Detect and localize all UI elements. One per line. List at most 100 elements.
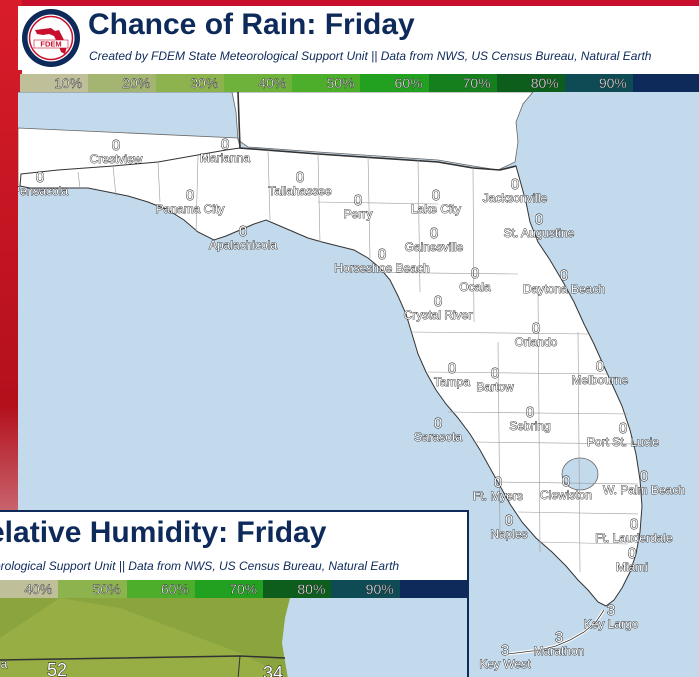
city-rain-value: 0 xyxy=(448,360,456,377)
legend-label: 80% xyxy=(530,75,559,91)
city-name: St. Augustine xyxy=(504,226,575,240)
legend-label: 70% xyxy=(462,75,491,91)
city-rain-value: 0 xyxy=(535,211,543,228)
city-rain-value: 3 xyxy=(555,629,563,646)
city-marker: 0W. Palm Beach xyxy=(603,468,686,498)
legend-swatch: 10% xyxy=(20,74,89,92)
legend-label: 70% xyxy=(229,581,258,597)
city-name: Port St. Lucie xyxy=(587,435,659,449)
city-rain-value: 0 xyxy=(505,512,513,529)
city-rain-value: 0 xyxy=(434,293,442,310)
city-rain-value: 0 xyxy=(491,365,499,382)
legend-label: 10% xyxy=(54,75,83,91)
city-rain-value: 0 xyxy=(511,176,519,193)
inset-title: elative Humidity: Friday xyxy=(0,516,327,549)
city-labels: 0Pensacola0Crestview0Marianna0Panama Cit… xyxy=(18,136,686,672)
city-rain-value: 3 xyxy=(501,642,509,659)
inset-subtitle: orological Support Unit || Data from NWS… xyxy=(0,559,400,573)
city-rain-value: 0 xyxy=(296,169,304,186)
inset-humidity-value: 34 xyxy=(263,663,283,677)
legend-swatch: 30% xyxy=(156,74,225,92)
legend-swatch: 60% xyxy=(126,580,195,598)
map-header: FDEM Chance of Rain: Friday Created by F… xyxy=(18,6,699,70)
humidity-legend: 40%50%60%70%80%90% xyxy=(0,580,467,598)
legend-swatch: 40% xyxy=(0,580,59,598)
city-rain-value: 0 xyxy=(619,420,627,437)
city-name: Panama City xyxy=(156,202,225,216)
legend-swatch: 50% xyxy=(58,580,127,598)
city-name: Naples xyxy=(490,527,527,541)
humidity-inset-map: elative Humidity: Friday orological Supp… xyxy=(0,510,469,677)
legend-label: 20% xyxy=(122,75,151,91)
city-rain-value: 0 xyxy=(494,474,502,491)
city-rain-value: 0 xyxy=(640,468,648,485)
legend-swatch xyxy=(632,74,699,92)
legend-swatch: 80% xyxy=(263,580,332,598)
legend-swatch: 90% xyxy=(564,74,633,92)
city-name: Crystal River xyxy=(404,308,473,322)
legend-label: 50% xyxy=(326,75,355,91)
legend-label: 60% xyxy=(394,75,423,91)
legend-label: 40% xyxy=(258,75,287,91)
city-rain-value: 0 xyxy=(430,225,438,242)
county-lines xyxy=(77,149,639,573)
city-name: Key Largo xyxy=(584,617,639,631)
city-name: Marianna xyxy=(200,151,250,165)
legend-label: 90% xyxy=(598,75,627,91)
legend-swatch: 20% xyxy=(88,74,157,92)
legend-swatch: 70% xyxy=(194,580,264,598)
city-name: Ft. Myers xyxy=(473,489,523,503)
city-name: Apalachicola xyxy=(209,238,277,252)
city-name: Tampa xyxy=(434,375,470,389)
fdem-seal-logo: FDEM xyxy=(22,9,80,67)
state-border xyxy=(237,92,517,171)
map-title: Chance of Rain: Friday xyxy=(88,8,415,41)
city-rain-value: 0 xyxy=(432,187,440,204)
city-name: Lake City xyxy=(411,202,461,216)
legend-swatch: 40% xyxy=(224,74,293,92)
city-name: Crestview xyxy=(90,152,143,166)
brand-red-wedge xyxy=(0,0,22,677)
city-rain-value: 0 xyxy=(596,358,604,375)
city-name: Tallahassee xyxy=(268,184,332,198)
lake-okeechobee xyxy=(561,457,599,491)
legend-label: 40% xyxy=(24,581,53,597)
city-name: Gainesville xyxy=(405,240,464,254)
city-name: Sarasota xyxy=(414,430,462,444)
city-rain-value: 0 xyxy=(628,545,636,562)
svg-text:FDEM: FDEM xyxy=(40,40,61,49)
city-name: Marathon xyxy=(534,644,585,658)
legend-swatch xyxy=(399,580,467,598)
city-rain-value: 0 xyxy=(186,187,194,204)
legend-swatch: 50% xyxy=(292,74,361,92)
city-rain-value: 0 xyxy=(471,265,479,282)
city-name: Melbourne xyxy=(572,373,629,387)
legend-swatch: 70% xyxy=(428,74,497,92)
city-name: Jacksonville xyxy=(483,191,548,205)
brand-red-bar xyxy=(0,0,699,6)
city-rain-value: 0 xyxy=(36,169,44,186)
city-marker: 0Ft. Myers xyxy=(473,474,524,504)
city-rain-value: 0 xyxy=(239,223,247,240)
city-rain-value: 0 xyxy=(378,246,386,263)
florida-land xyxy=(19,147,643,607)
